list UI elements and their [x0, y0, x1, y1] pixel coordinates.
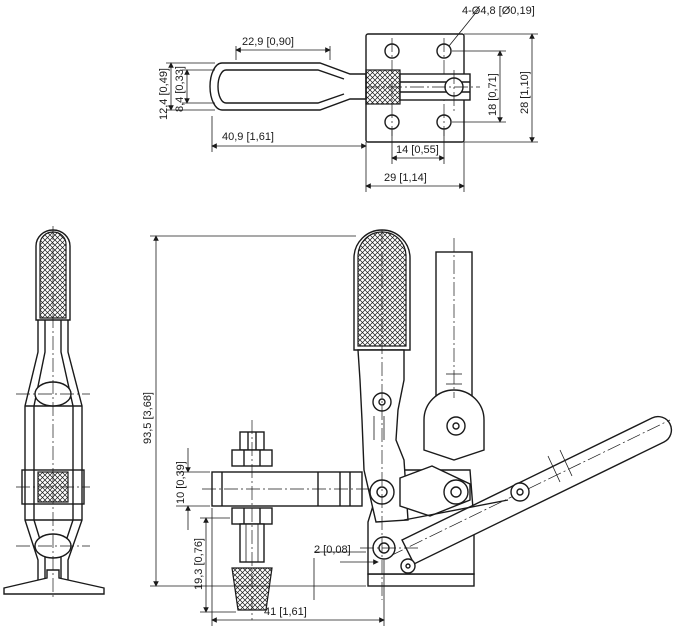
spindle-rubber-tip	[231, 567, 273, 611]
dim-offset: 2 [0,08]	[314, 544, 351, 556]
dim-spindle-reach: 41 [1,61]	[264, 606, 307, 618]
top-handle-inner	[217, 69, 345, 104]
released-handle	[401, 415, 673, 565]
top-handle	[209, 62, 367, 111]
dim-overall-height: 93,5 [3,68]	[142, 392, 154, 444]
dim-hole-spacing-x: 14 [0,55]	[396, 144, 439, 156]
dim-base-width: 29 [1,14]	[384, 172, 427, 184]
dim-arm-thickness: 10 [0,39]	[175, 461, 187, 504]
front-grip	[357, 231, 407, 347]
top-view: 22,9 [0,90] 12,4 [0,49] 8,4 [0,33] 40,9 …	[158, 5, 538, 192]
dim-spindle-height: 19,3 [0,76]	[193, 538, 205, 590]
dim-base-length: 28 [1,10]	[519, 71, 531, 114]
side-view	[3, 226, 105, 600]
dim-hole-spacing-y: 18 [0,71]	[487, 73, 499, 116]
dim-handle-outer-height: 12,4 [0,49]	[158, 68, 170, 120]
side-base	[3, 569, 105, 595]
dim-handle-loop-width: 22,9 [0,90]	[242, 36, 294, 48]
dim-handle-inner-height: 8,4 [0,33]	[174, 66, 186, 112]
front-view: 93,5 [3,68] 10 [0,39] 19,3 [0,76] 2 [0,0…	[142, 229, 673, 626]
dim-handle-reach: 40,9 [1,61]	[222, 131, 274, 143]
dim-hole-spec: 4-Ø4,8 [Ø0,19]	[462, 5, 535, 17]
